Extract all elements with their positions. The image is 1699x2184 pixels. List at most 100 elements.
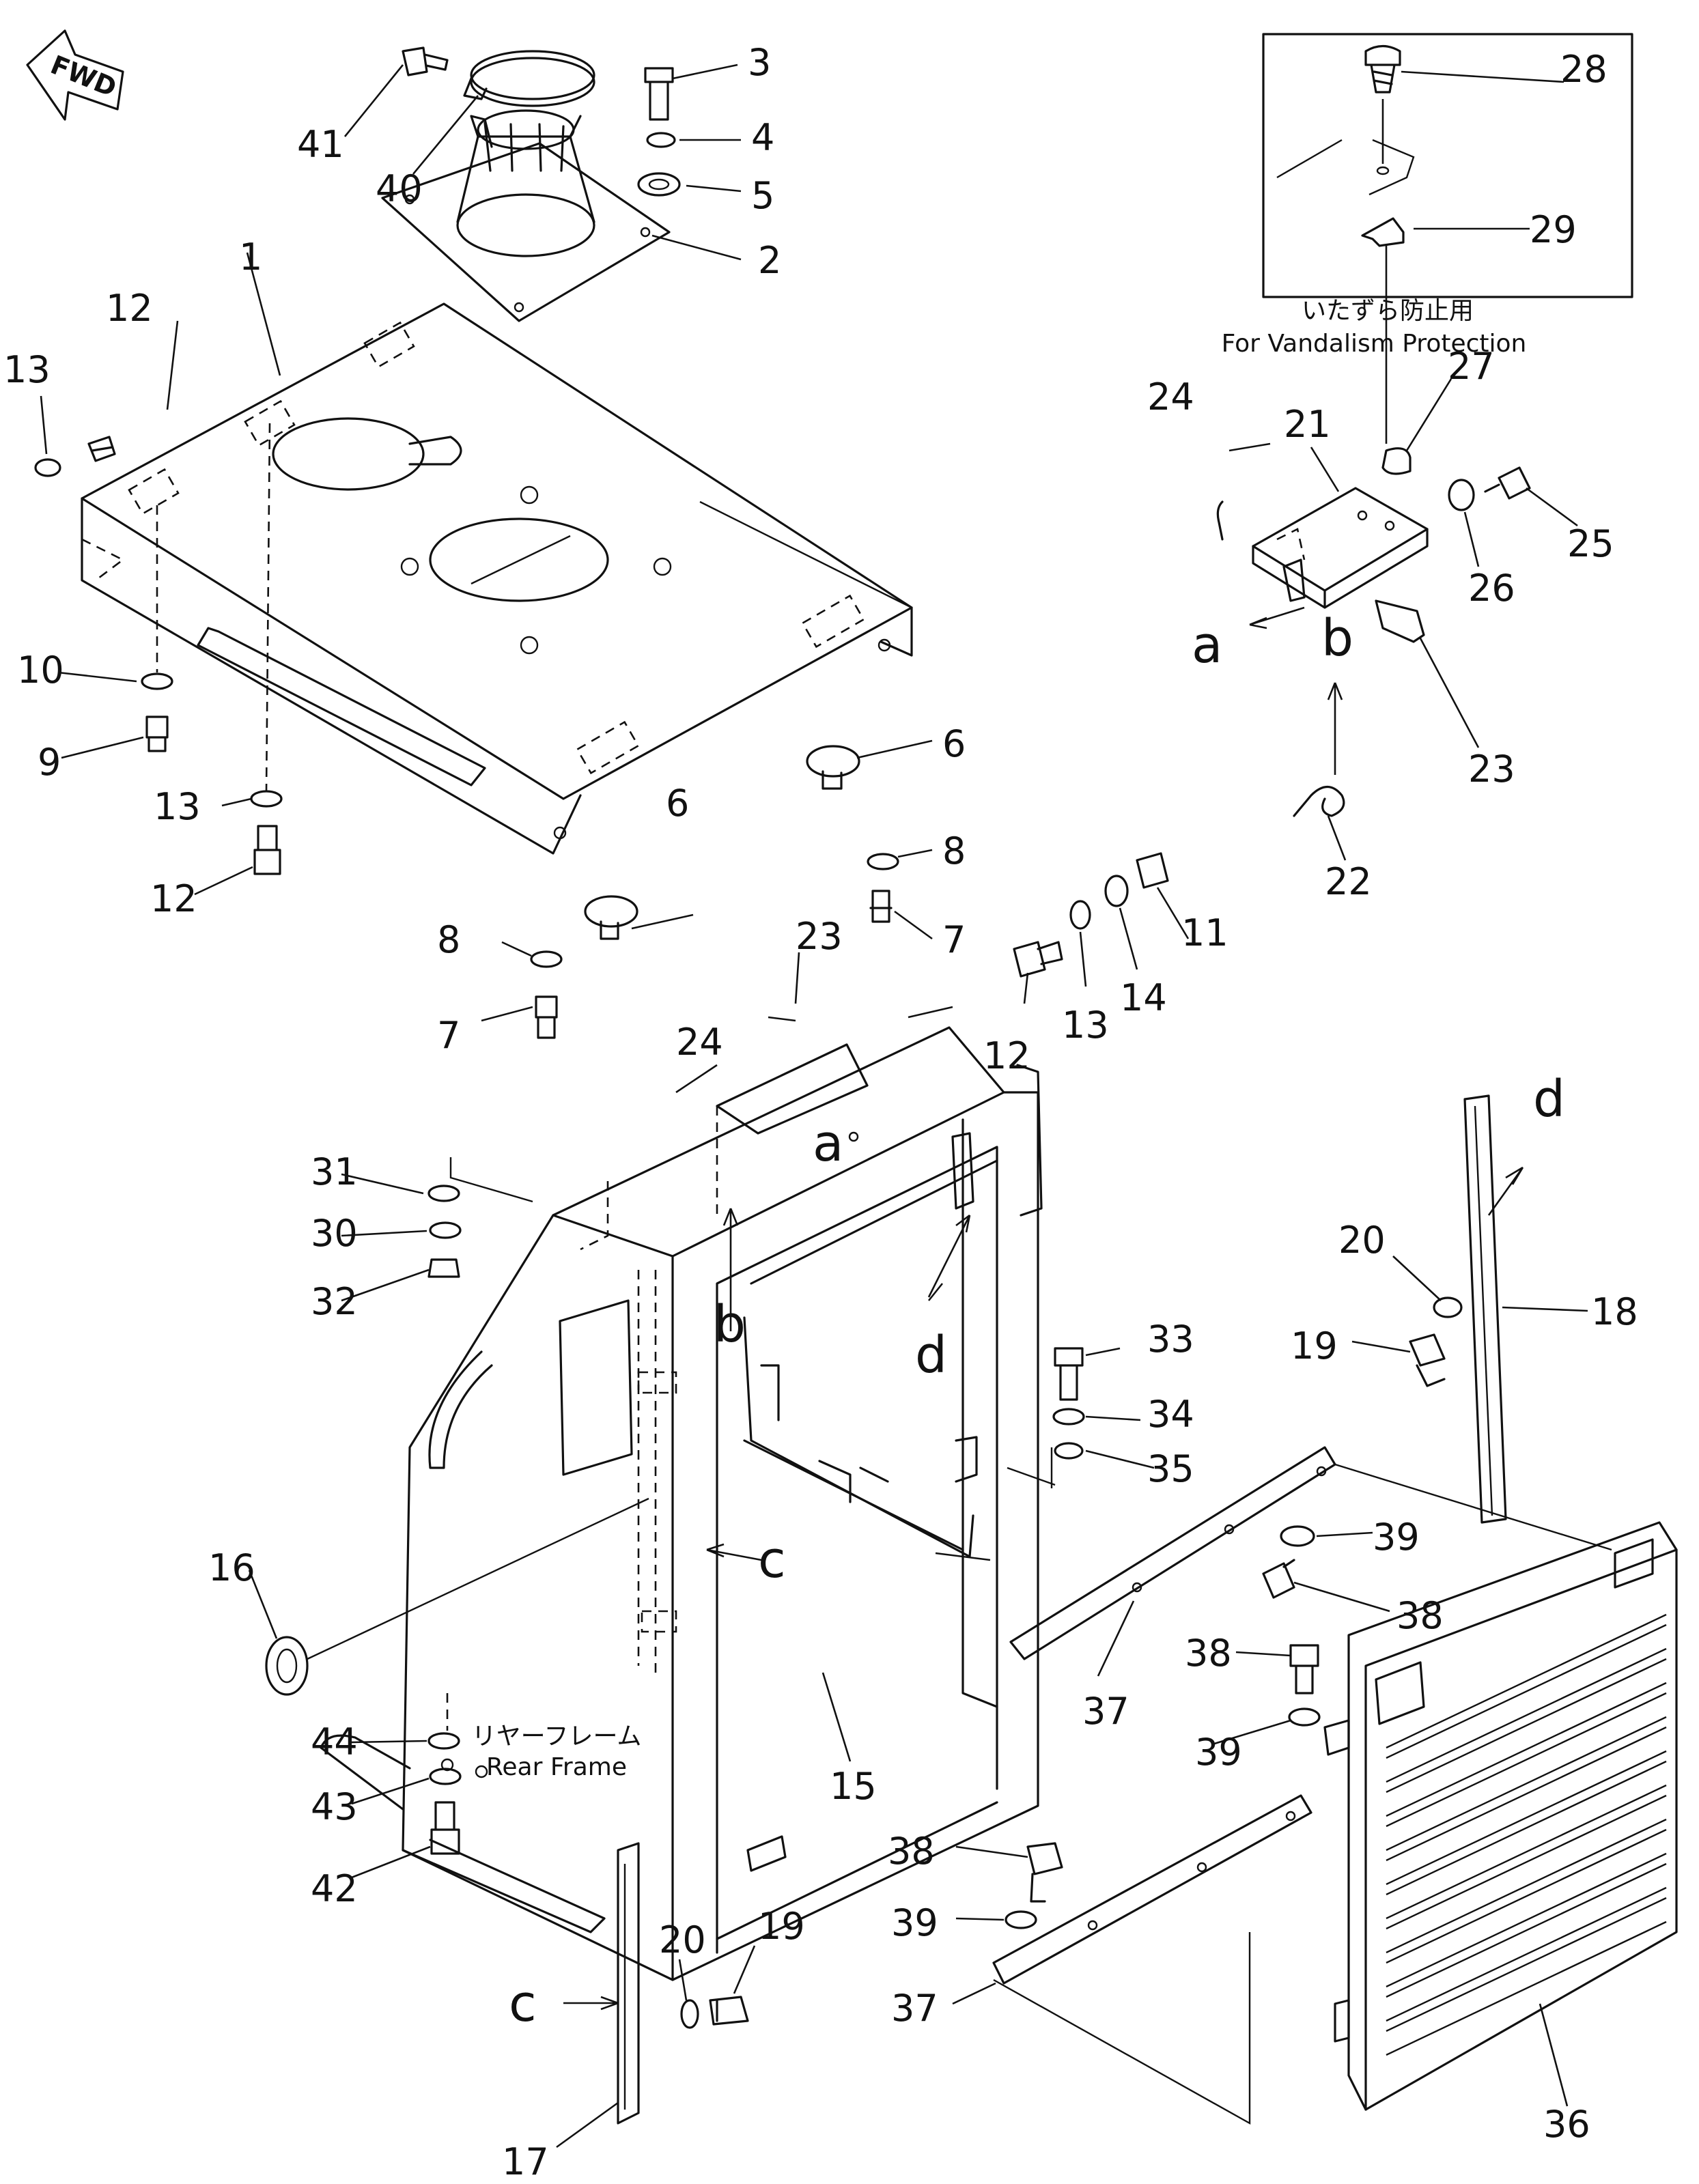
lower-mounting-rail (992, 1794, 1312, 1985)
callout-labels: 1 2 3 4 5 6 6 7 7 8 8 9 10 11 12 12 12 1… (3, 41, 1638, 2183)
callout-2: 2 (758, 239, 781, 282)
callout-12-top: 12 (106, 287, 153, 330)
callout-39-lower: 39 (891, 1901, 938, 1944)
callout-8-right: 8 (942, 829, 966, 873)
bottom-bolt-and-washers (427, 1693, 462, 1855)
callout-24-detail: 24 (1147, 375, 1194, 419)
callout-6-left: 6 (666, 782, 689, 825)
callout-29: 29 (1530, 208, 1577, 251)
callout-4: 4 (751, 116, 774, 159)
rear-frame-body (320, 1026, 1043, 1981)
callout-3: 3 (748, 41, 771, 84)
callout-13-middle: 13 (154, 785, 201, 828)
callout-40: 40 (376, 167, 423, 210)
callout-21: 21 (1284, 403, 1331, 446)
callout-38-upper: 38 (1396, 1594, 1444, 1637)
callout-24-frame: 24 (676, 1021, 723, 1064)
callout-23-detail: 23 (1468, 748, 1515, 791)
callout-23-frame: 23 (796, 915, 843, 958)
callout-37-lower: 37 (891, 1987, 938, 2030)
nut-and-washers-left (427, 1157, 533, 1278)
callout-31: 31 (311, 1150, 358, 1193)
right-side-hardware (1013, 852, 1169, 978)
callout-26: 26 (1468, 567, 1515, 610)
callout-43: 43 (311, 1785, 358, 1828)
rubber-grommet (265, 1497, 649, 1696)
callout-42: 42 (311, 1867, 358, 1910)
view-letter-c-bar: c (509, 1974, 537, 2033)
rail-bolts-and-washers (1005, 1525, 1321, 1929)
view-letter-b-detail: b (1321, 609, 1353, 668)
grille-louvers (1386, 1613, 1667, 2056)
callout-28: 28 (1560, 48, 1607, 91)
callout-12-bottom: 12 (150, 877, 197, 920)
callout-34: 34 (1147, 1393, 1194, 1436)
rear-frame-note-english: Rear Frame (486, 1753, 627, 1781)
callout-7-right: 7 (942, 918, 966, 961)
stopper-left (530, 895, 638, 1039)
callout-33: 33 (1147, 1318, 1194, 1361)
callout-41: 41 (297, 123, 344, 166)
clamp-bolt (402, 46, 449, 76)
leader-lines (40, 63, 1588, 2148)
right-side-bar (1409, 1094, 1507, 1524)
callout-7-left: 7 (437, 1014, 460, 1057)
vandalism-protection-detail: いたずら防止用 For Vandalism Protection (1216, 33, 1633, 817)
stopper-right (806, 745, 899, 923)
callout-6-right: 6 (942, 722, 966, 765)
callout-22: 22 (1325, 860, 1372, 903)
callout-39-middle: 39 (1195, 1731, 1242, 1774)
callout-10: 10 (17, 649, 64, 692)
view-letter-c-frame: c (758, 1531, 786, 1589)
exhaust-adapter-plate (381, 109, 671, 322)
rear-frame-note-japanese: リヤーフレーム (472, 1722, 642, 1750)
callout-20-bottom: 20 (659, 1918, 706, 1961)
plate-bolt-and-washers (637, 67, 681, 197)
callout-11: 11 (1181, 911, 1228, 954)
callout-5: 5 (751, 174, 774, 217)
callout-20-right: 20 (1338, 1219, 1386, 1262)
rear-grille-door (993, 1463, 1678, 2125)
callout-17: 17 (502, 2140, 549, 2183)
callout-27: 27 (1448, 345, 1495, 388)
view-letter-b-frame: b (714, 1295, 746, 1354)
view-letter-a-detail: a (1192, 616, 1222, 675)
callout-1: 1 (239, 236, 262, 279)
callout-32: 32 (311, 1280, 358, 1323)
clamp-band (463, 50, 595, 107)
callout-18: 18 (1591, 1290, 1638, 1333)
callout-15: 15 (830, 1765, 877, 1808)
vandalism-note-japanese: いたずら防止用 (1302, 297, 1474, 325)
callout-36: 36 (1543, 2103, 1590, 2146)
callout-35: 35 (1147, 1447, 1194, 1490)
vandalism-note-english: For Vandalism Protection (1222, 330, 1527, 358)
callout-9: 9 (38, 741, 61, 784)
callout-39-upper: 39 (1373, 1516, 1420, 1559)
view-letter-a-frame: a (813, 1114, 843, 1173)
callout-25: 25 (1567, 522, 1614, 565)
view-letter-d-frame: d (915, 1326, 947, 1385)
callout-12-right: 12 (983, 1034, 1030, 1077)
callout-16: 16 (208, 1546, 255, 1589)
callout-30: 30 (311, 1212, 358, 1255)
lower-side-bar (563, 1842, 749, 2125)
fwd-arrow: FWD (26, 29, 124, 121)
bolt-and-washers-right (1007, 1347, 1085, 1488)
callout-19-right: 19 (1291, 1324, 1338, 1367)
callout-37-upper: 37 (1082, 1690, 1129, 1733)
callout-13-right: 13 (1062, 1004, 1109, 1047)
view-letter-d-bar: d (1533, 1070, 1565, 1129)
left-side-hardware (34, 423, 283, 875)
callout-38-lower: 38 (888, 1830, 935, 1873)
callout-14: 14 (1120, 976, 1167, 1019)
callout-44: 44 (311, 1720, 358, 1763)
callout-38-middle: 38 (1185, 1632, 1232, 1675)
callout-13-top: 13 (3, 348, 51, 391)
view-reference-letters: a b a b c c d d (509, 609, 1565, 2033)
top-cover-mount-points (128, 321, 891, 840)
callout-8-left: 8 (437, 918, 460, 961)
top-cover (81, 302, 913, 855)
callout-19-bottom: 19 (758, 1905, 805, 1948)
